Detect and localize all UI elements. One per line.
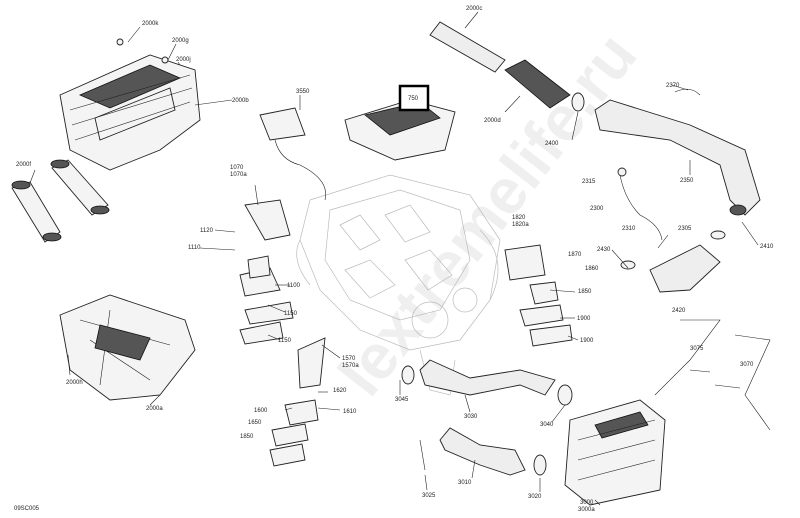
engine-mount-1850 (504, 244, 573, 347)
pipe-3030 (401, 359, 573, 406)
label-1570a: 1570a (342, 363, 359, 369)
label-1150-upper: 1150 (284, 311, 298, 317)
label-2000a: 2000a (146, 406, 163, 412)
callout-box-750 (398, 84, 430, 112)
label-2000g: 2000g (172, 38, 189, 44)
label-1070a: 1070a (230, 172, 247, 178)
label-3045: 3045 (395, 397, 409, 403)
label-3550: 3550 (296, 89, 310, 95)
label-2400: 2400 (545, 141, 559, 147)
label-3025: 3025 (422, 493, 436, 499)
label-3000a: 3000a (578, 507, 595, 513)
leader-lines (29, 11, 759, 506)
watermark-text: lextremelife.ru (324, 20, 650, 409)
label-3070: 3070 (740, 362, 754, 368)
engine-mount-1100 (239, 255, 294, 345)
engine-mount-1070 (244, 184, 291, 241)
label-1570: 1570 (342, 356, 356, 362)
label-2430: 2430 (597, 247, 611, 253)
breather-hose (617, 167, 663, 241)
label-1620: 1620 (333, 388, 347, 394)
label-1070: 1070 (230, 165, 244, 171)
label-3030: 3030 (464, 414, 478, 420)
oil-pan (59, 294, 196, 401)
label-1600: 1600 (254, 408, 268, 414)
label-2000b: 2000b (232, 98, 249, 104)
label-2000h: 2000h (66, 380, 83, 386)
label-1820: 1820 (512, 215, 526, 221)
label-750: 750 (408, 96, 419, 102)
label-3020: 3020 (528, 494, 542, 500)
label-2000f: 2000f (16, 162, 31, 168)
label-1820a: 1820a (512, 222, 529, 228)
label-3000: 3000 (580, 500, 594, 506)
sensor-bracket (259, 107, 327, 201)
intake-tubes (11, 159, 110, 243)
label-1650: 1650 (248, 420, 262, 426)
label-2000c: 2000c (466, 6, 482, 12)
label-1850-right: 1850 (578, 289, 592, 295)
label-2410: 2410 (760, 244, 774, 250)
label-1870: 1870 (568, 252, 582, 258)
engine-block (296, 174, 501, 396)
intake-manifold (59, 38, 201, 171)
label-1100: 1100 (287, 283, 301, 289)
label-3075: 3075 (690, 346, 704, 352)
engine-mount-1600 (269, 337, 326, 467)
label-1860: 1860 (585, 266, 599, 272)
pipe-3010 (419, 427, 547, 476)
diagram-code: 09SC005 (14, 506, 40, 512)
label-2305: 2305 (678, 226, 692, 232)
label-3010: 3010 (458, 480, 472, 486)
pipes-3070-3075 (654, 319, 771, 431)
label-2000j: 2000j (176, 57, 191, 63)
label-2000d: 2000d (484, 118, 501, 124)
air-inlet-tube (429, 21, 585, 112)
label-1610: 1610 (343, 409, 357, 415)
label-2370: 2370 (666, 83, 680, 89)
label-1110: 1110 (188, 245, 201, 251)
label-1850-left: 1850 (240, 434, 254, 440)
air-elbow-2305 (620, 230, 726, 293)
label-3040: 3040 (540, 422, 554, 428)
label-2420: 2420 (672, 308, 686, 314)
label-2310: 2310 (622, 226, 636, 232)
callout-labels: 2000k 2000g 2000j 2000b 2000f 2000h 2000… (16, 6, 774, 513)
label-2000k: 2000k (142, 21, 159, 27)
label-1900-lower: 1900 (580, 338, 594, 344)
label-2315: 2315 (582, 179, 596, 185)
label-2350: 2350 (680, 178, 694, 184)
air-duct-2350 (594, 88, 761, 216)
intercooler-3000 (564, 399, 666, 506)
label-1900-upper: 1900 (577, 316, 591, 322)
label-1120: 1120 (200, 228, 214, 234)
label-2300: 2300 (590, 206, 604, 212)
label-1150-lower: 1150 (278, 338, 292, 344)
